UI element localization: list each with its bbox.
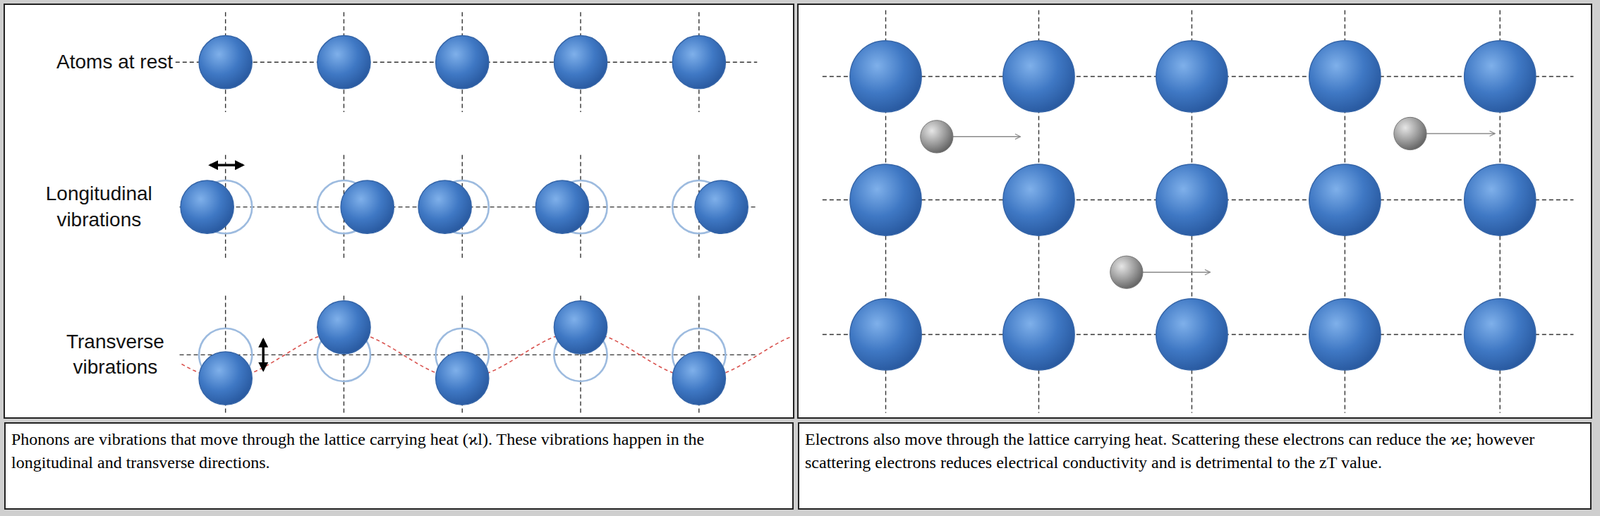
atom xyxy=(672,35,726,89)
atom xyxy=(672,352,726,405)
electron xyxy=(920,120,954,154)
atom xyxy=(1156,164,1228,236)
atom xyxy=(1309,40,1381,113)
atom xyxy=(1003,164,1075,236)
atom xyxy=(850,40,922,113)
caption-box: Electrons also move through the lattice … xyxy=(797,422,1592,511)
electron-arrow xyxy=(1142,271,1210,274)
atom xyxy=(435,35,489,89)
right-panel xyxy=(797,4,1592,419)
caption-box: Phonons are vibrations that move through… xyxy=(4,422,794,511)
electron xyxy=(1110,256,1143,289)
atom xyxy=(1156,40,1228,113)
atom xyxy=(198,352,252,405)
atom xyxy=(198,35,252,89)
atom xyxy=(1003,40,1075,113)
double-arrow xyxy=(261,340,265,371)
atom xyxy=(850,164,922,236)
electron-arrow xyxy=(1426,133,1495,135)
atom xyxy=(418,180,472,234)
atom xyxy=(1003,299,1075,371)
atom xyxy=(340,180,394,234)
atom xyxy=(553,301,607,355)
electron-arrow xyxy=(953,136,1021,138)
atom xyxy=(850,299,922,371)
row-label: Transverse vibrations xyxy=(44,329,186,381)
atom xyxy=(180,180,234,234)
atom xyxy=(1464,299,1536,371)
row-label: Atoms at rest xyxy=(56,49,173,75)
electron xyxy=(1394,117,1427,150)
double-arrow xyxy=(210,164,243,168)
row-label: Longitudinal vibrations xyxy=(28,181,170,233)
atom xyxy=(435,352,489,405)
atom xyxy=(1464,164,1536,236)
atom xyxy=(535,180,589,234)
atom xyxy=(694,180,748,234)
atom xyxy=(1464,40,1536,113)
atom xyxy=(553,35,607,89)
atom xyxy=(1309,299,1381,371)
atom xyxy=(317,35,371,89)
atom xyxy=(1156,299,1228,371)
caption-text: Phonons are vibrations that move through… xyxy=(11,428,787,475)
caption-text: Electrons also move through the lattice … xyxy=(804,428,1585,475)
atom xyxy=(317,301,371,355)
left-panel xyxy=(4,4,794,419)
atom xyxy=(1309,164,1381,236)
